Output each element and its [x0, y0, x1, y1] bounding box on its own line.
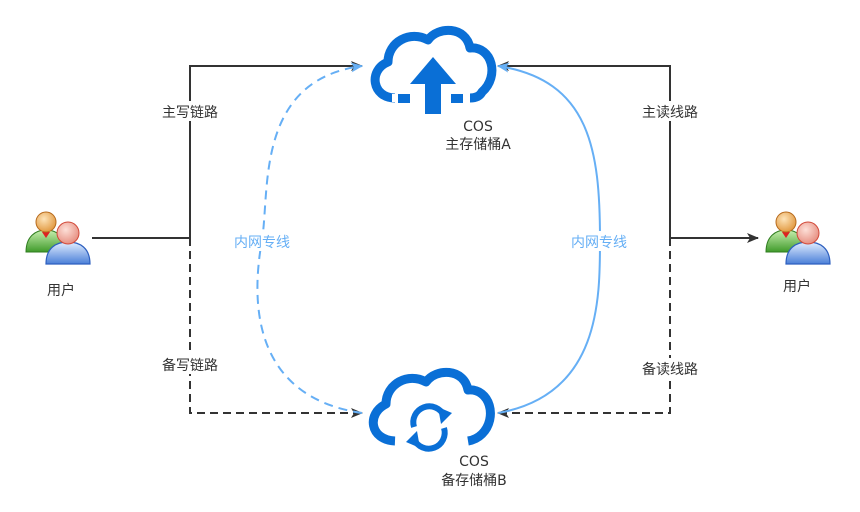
users-icon — [25, 211, 91, 265]
bucket-backup-name: 备存储桶B — [441, 472, 507, 489]
cloud-sync-icon — [368, 367, 495, 452]
svg-text:主写链路: 主写链路 — [162, 105, 218, 121]
primary-read-link — [497, 61, 671, 238]
user-right[interactable]: 用户 — [765, 211, 831, 295]
bucket-primary-type: COS — [463, 119, 493, 135]
svg-text:内网专线: 内网专线 — [234, 235, 290, 251]
backup-read-link — [497, 238, 671, 418]
backup-write-label: 备写链路 — [156, 354, 224, 374]
bucket-backup[interactable]: COS 备存储桶B — [368, 367, 507, 489]
bucket-backup-type: COS — [459, 454, 489, 470]
bucket-primary-name: 主存储桶A — [445, 137, 511, 153]
svg-text:备写链路: 备写链路 — [162, 357, 218, 374]
primary-read-label: 主读线路 — [636, 101, 704, 121]
svg-text:备读线路: 备读线路 — [642, 361, 698, 378]
backup-write-link — [189, 238, 363, 418]
primary-write-label: 主写链路 — [156, 101, 224, 121]
bucket-primary[interactable]: COS 主存储桶A — [370, 25, 511, 153]
user-left-label: 用户 — [47, 282, 75, 299]
svg-text:主读线路: 主读线路 — [642, 104, 698, 121]
backup-read-label: 备读线路 — [636, 358, 704, 378]
cloud-upload-icon — [370, 25, 497, 114]
private-line-left-label: 内网专线 — [228, 231, 296, 251]
private-line-right-label: 内网专线 — [565, 231, 633, 251]
user-right-label: 用户 — [783, 278, 811, 295]
svg-text:内网专线: 内网专线 — [571, 235, 627, 251]
user-left[interactable]: 用户 — [25, 211, 91, 299]
users-icon — [765, 211, 831, 265]
primary-write-link — [92, 61, 363, 239]
